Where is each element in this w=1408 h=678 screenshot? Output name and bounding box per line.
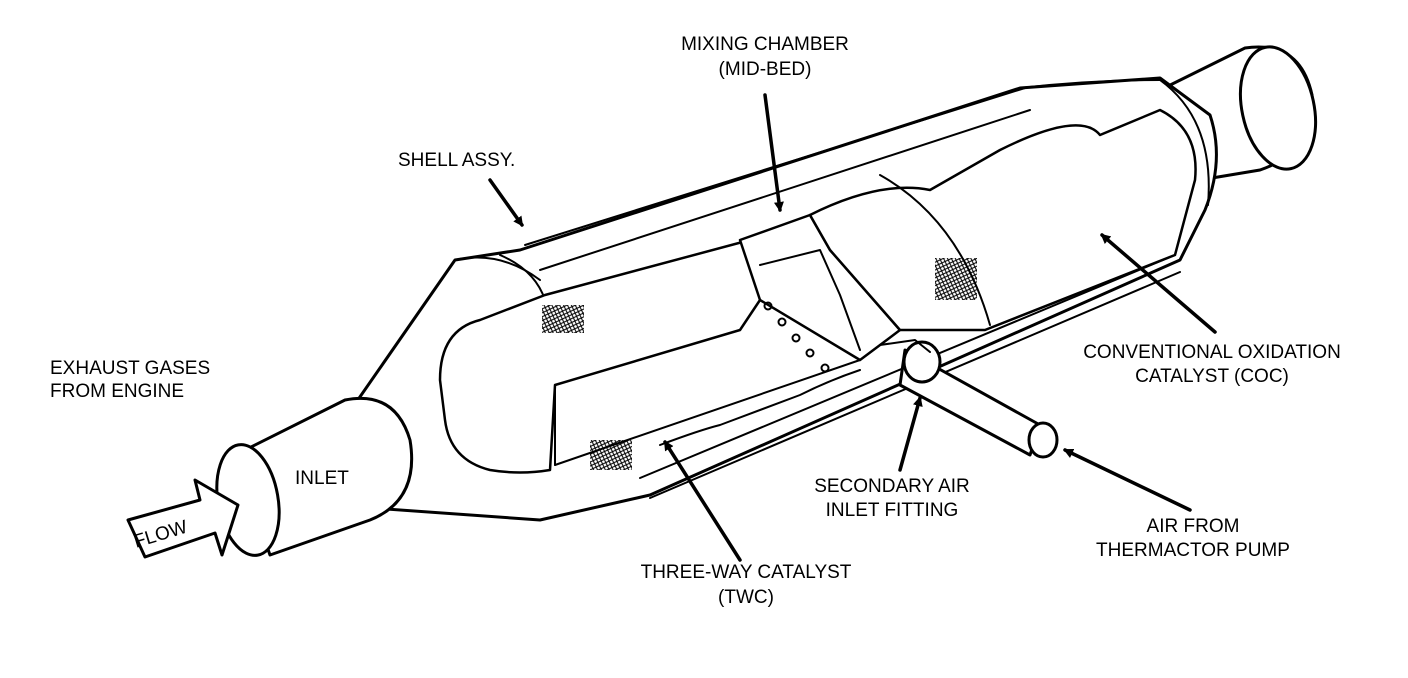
secondary-air-tube bbox=[879, 339, 1059, 459]
inlet-fitting-label: INLET FITTING bbox=[826, 500, 959, 521]
inlet-pipe bbox=[215, 396, 414, 557]
leader-lines bbox=[488, 93, 1217, 562]
cutaway-interior bbox=[438, 108, 1197, 474]
mid-bed-holes bbox=[763, 301, 830, 373]
exhaust-gases-label: EXHAUST GASES bbox=[50, 358, 210, 379]
mixing-chamber-label: MIXING CHAMBER bbox=[681, 34, 849, 55]
inlet-label: INLET bbox=[295, 468, 349, 489]
twc-label: (TWC) bbox=[718, 587, 774, 608]
air-from-label: AIR FROM bbox=[1147, 516, 1240, 537]
conventional-oxidation-label: CONVENTIONAL OXIDATION bbox=[1083, 342, 1341, 363]
twc-mesh-bottom bbox=[590, 440, 632, 470]
secondary-air-label: SECONDARY AIR bbox=[814, 476, 970, 497]
from-engine-label: FROM ENGINE bbox=[50, 381, 184, 402]
shell-assy-label: SHELL ASSY. bbox=[398, 150, 515, 171]
coc-mesh bbox=[935, 258, 977, 300]
flow-arrow-icon bbox=[126, 478, 240, 559]
three-way-catalyst-label: THREE-WAY CATALYST bbox=[641, 562, 852, 583]
catalyst-coc-label: CATALYST (COC) bbox=[1135, 366, 1289, 387]
mid-bed-label: (MID-BED) bbox=[719, 59, 812, 80]
twc-mesh-top bbox=[542, 305, 584, 333]
thermactor-pump-label: THERMACTOR PUMP bbox=[1096, 540, 1290, 561]
